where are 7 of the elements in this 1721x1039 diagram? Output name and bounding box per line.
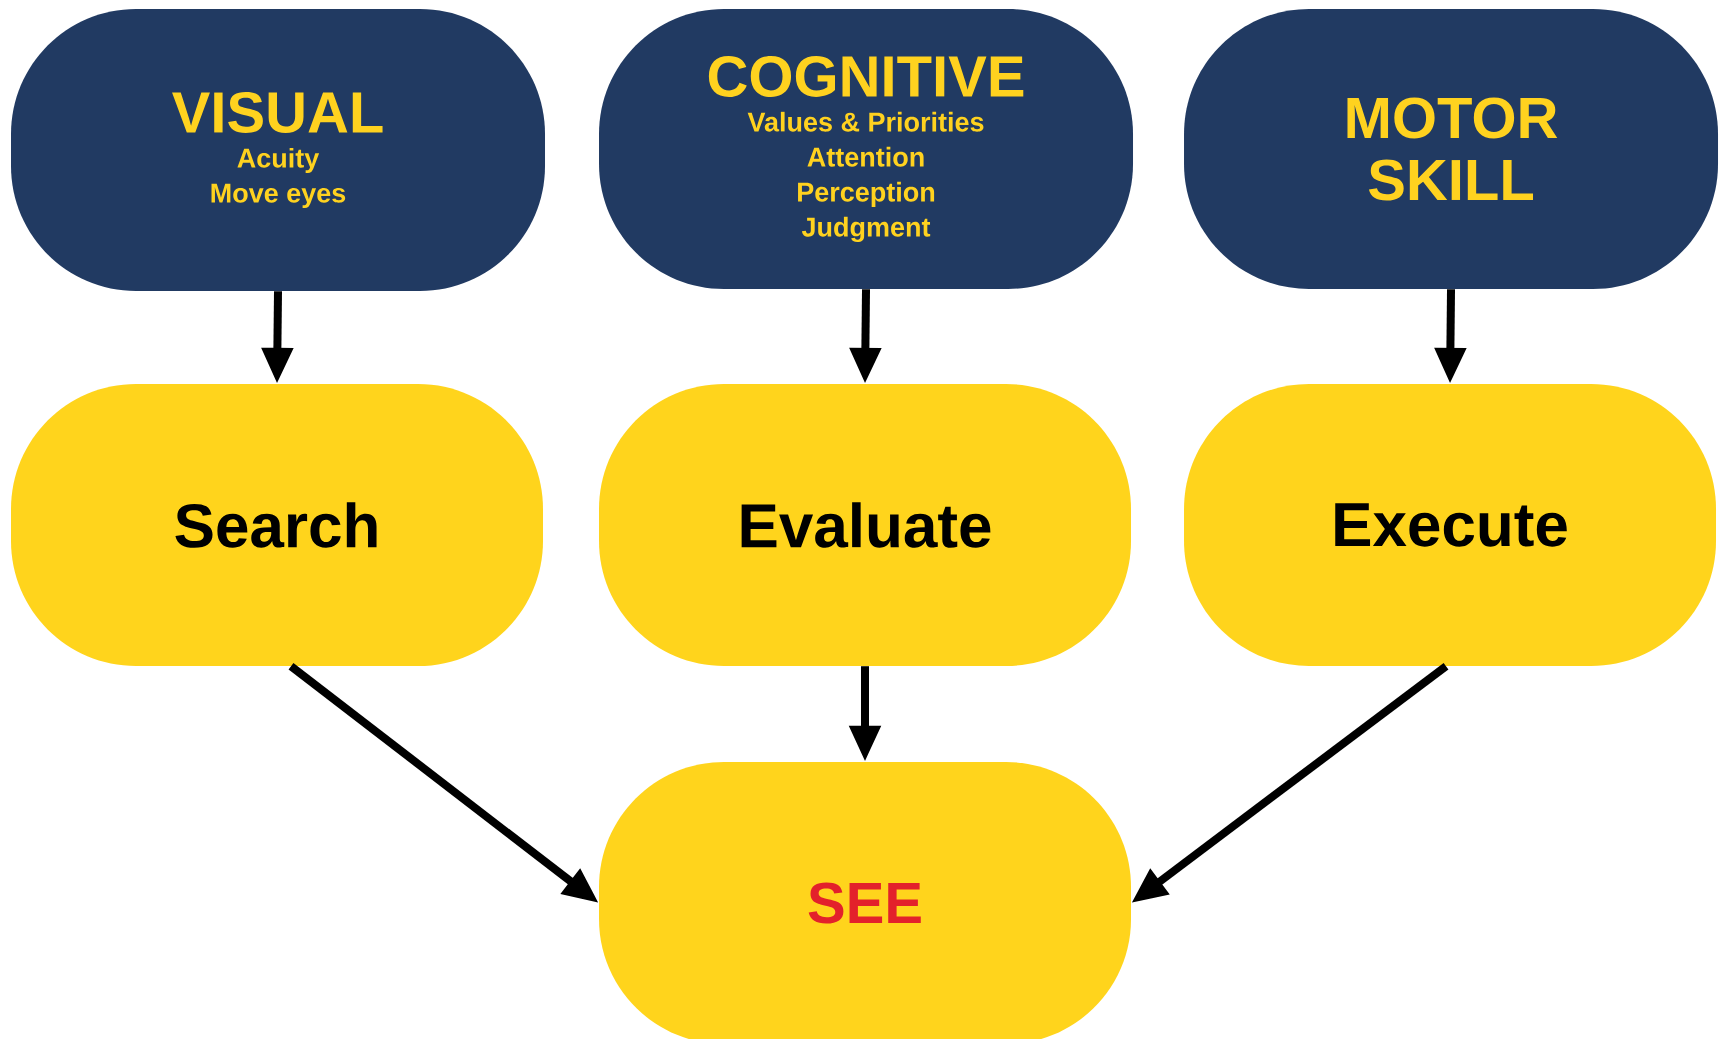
goal-box: SEE [599, 762, 1131, 1039]
category-box: VISUAL Acuity Move eyes [11, 9, 545, 291]
category-box: COGNITIVE Values & Priorities Attention Perception Judgment [599, 9, 1133, 289]
category-box: MOTOR SKILL [1184, 9, 1718, 289]
step-box: Execute [1184, 384, 1716, 666]
step-box: Evaluate [599, 384, 1131, 666]
step-box: Search [11, 384, 543, 666]
